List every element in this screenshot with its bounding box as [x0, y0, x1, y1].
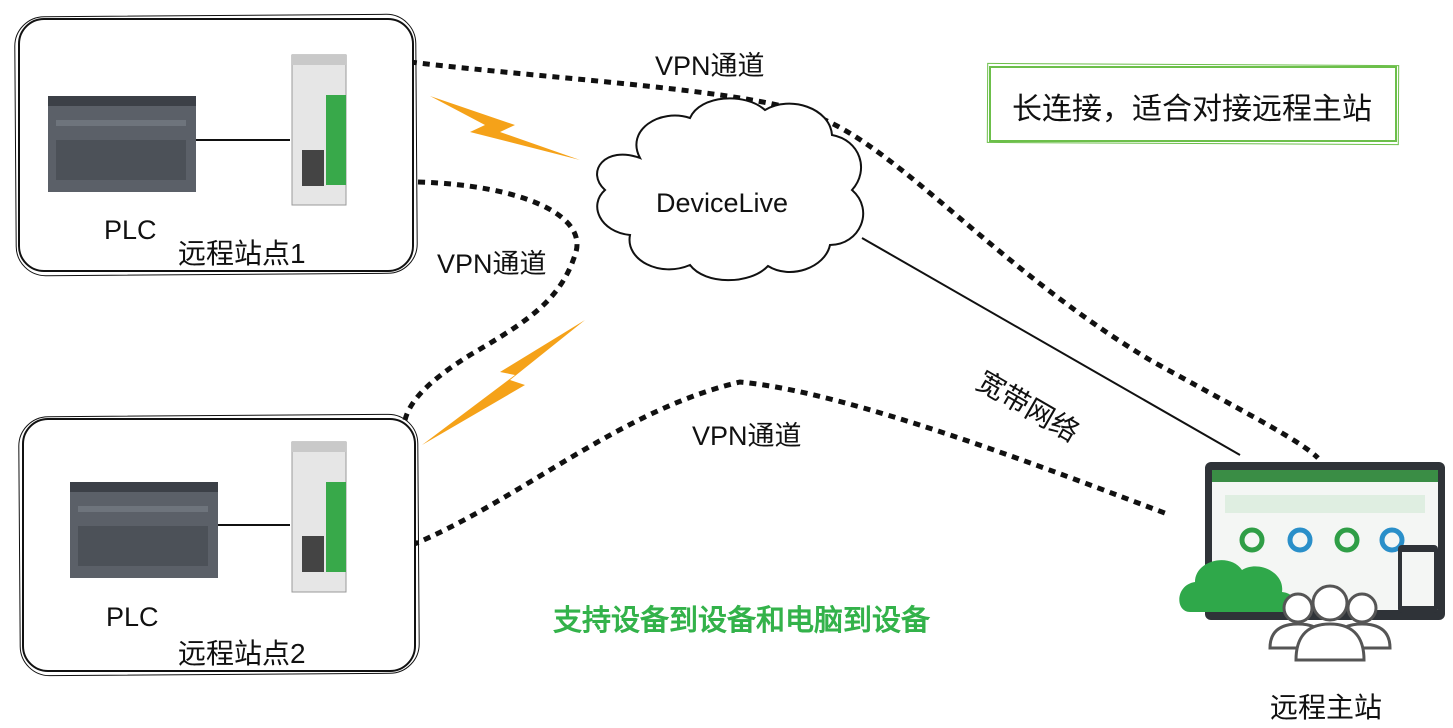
broadband-line	[861, 237, 1241, 456]
plc-device-icon	[70, 482, 218, 578]
vpn-tunnel-top	[409, 59, 1320, 460]
lightning-icon	[422, 320, 585, 445]
note-text: 长连接，适合对接远程主站	[1012, 93, 1372, 126]
gateway-device-icon	[291, 441, 347, 593]
site-2-name: 远程站点2	[178, 638, 306, 669]
users-icon	[1268, 584, 1392, 662]
master-station-label: 远程主站	[1270, 692, 1383, 723]
site-1-name: 远程站点1	[178, 238, 306, 269]
site-2-device-label: PLC	[106, 602, 159, 632]
vpn-tunnel-bottom-label: VPN通道	[692, 421, 802, 451]
plc-device-icon	[48, 96, 196, 192]
caption-text: 支持设备到设备和电脑到设备	[553, 605, 931, 637]
cloud-icon	[1179, 560, 1295, 612]
vpn-tunnel-middle	[402, 179, 580, 421]
note-box	[989, 66, 1397, 142]
lightning-icon	[430, 96, 580, 160]
vpn-tunnel-top-label: VPN通道	[655, 51, 765, 81]
vpn-tunnel-bottom	[411, 379, 1171, 548]
gateway-device-icon	[291, 54, 347, 206]
vpn-tunnel-middle-label: VPN通道	[437, 249, 547, 279]
cloud-icon	[596, 97, 865, 282]
site-1-device-label: PLC	[104, 215, 157, 245]
tablet-icon	[1398, 545, 1438, 613]
cloud-label: DeviceLive	[656, 188, 789, 218]
